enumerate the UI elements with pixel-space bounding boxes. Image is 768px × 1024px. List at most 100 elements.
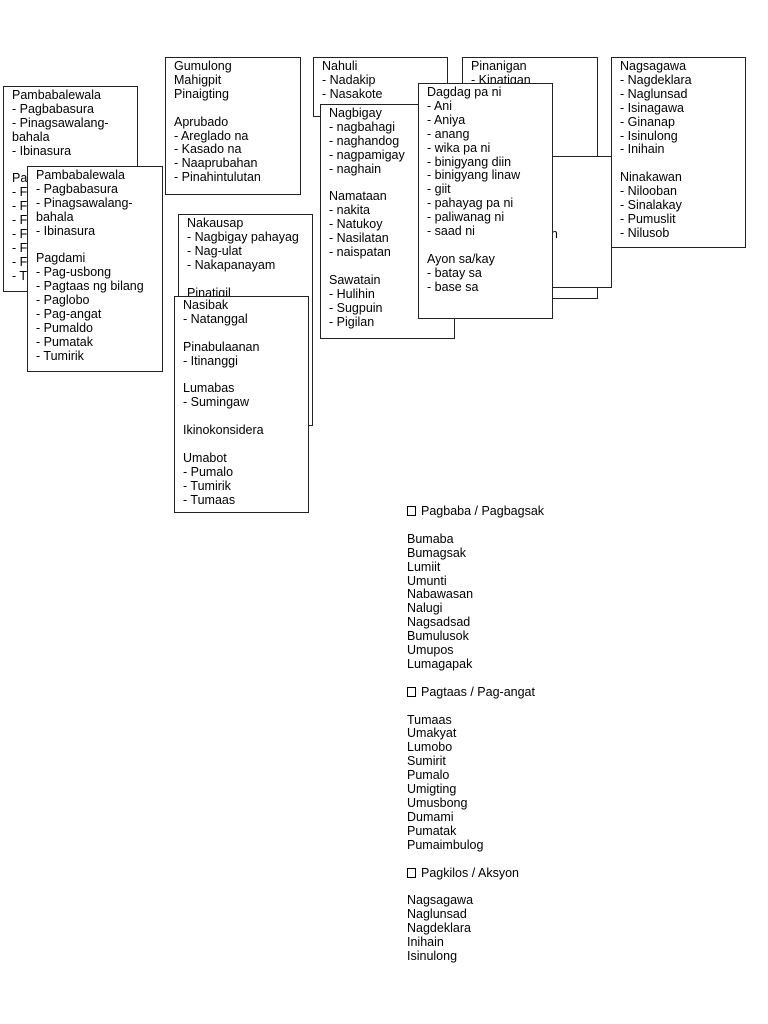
card-line: Pagdami (36, 251, 86, 266)
word-item: Isinulong (407, 948, 458, 963)
card-line: - Nasilatan (329, 231, 389, 246)
card-line: - Isinulong (620, 128, 678, 143)
word-item: Nabawasan (407, 587, 474, 602)
card-line (620, 157, 737, 171)
card-line: - Tumirik (36, 348, 84, 363)
card-line: - Nilusob (620, 225, 670, 240)
card-line: Nagbigay (329, 106, 382, 120)
word-item: Nagsadsad (407, 615, 471, 630)
card-line: - Inihain (620, 142, 665, 157)
card-line: - nagpamigay (329, 147, 405, 162)
card-line: Namataan (329, 189, 387, 204)
card-line: Ikinokonsidera (183, 423, 264, 438)
card-line: - Pumatak (36, 334, 93, 349)
card-line: Nakausap (187, 216, 244, 230)
word-item: Pumalo (407, 768, 450, 783)
card-line: Pinaigting (174, 86, 229, 101)
word-item: Bumulusok (407, 629, 469, 644)
card-line: Pambabalewala (36, 168, 125, 182)
card-line: bahala (12, 129, 50, 144)
word-item: Inihain (407, 935, 444, 950)
word-item: Lumobo (407, 740, 453, 755)
card-line: Nagsagawa (620, 59, 687, 73)
card-line: - Aniya (427, 112, 466, 127)
card-line: - Nadakip (322, 72, 376, 87)
card-line: - Nagdeklara (620, 72, 692, 87)
card-line: - Tumaas (183, 492, 236, 507)
word-item: Umupos (407, 643, 454, 658)
card-line: - Pag-usbong (36, 265, 112, 280)
card-pambabalewala-pagdami: Pambabalewala- Pagbabasura- Pinagsawalan… (27, 166, 163, 372)
card-line: - Naaprubahan (174, 156, 258, 171)
card-line: Dagdag pa ni (427, 85, 502, 99)
card-line: - saad ni (427, 224, 475, 239)
card-line: - Nagbigay pahayag (187, 229, 299, 244)
word-item: Umunti (407, 573, 447, 588)
card-line: - Pinagsawalang- (36, 195, 133, 210)
card-line: - naghandog (329, 133, 400, 148)
card-line: Sawatain (329, 272, 381, 287)
card-line: Pinabulaanan (183, 339, 260, 354)
card-line: - Nilooban (620, 184, 677, 199)
card-line: - Pinagsawalang- (12, 115, 109, 130)
card-line: - Pagtaas ng bilang (36, 279, 144, 294)
card-line: Ninakawan (620, 170, 682, 185)
word-item: Nalugi (407, 601, 443, 616)
section-heading-pagkilos: Pagkilos / Aksyon (407, 866, 747, 881)
card-line: - F (12, 254, 28, 269)
card-line: - Pumaldo (36, 320, 93, 335)
word-item: Sumirit (407, 754, 446, 769)
card-line: - binigyang linaw (427, 168, 521, 183)
card-line: bahala (36, 209, 74, 224)
card-line: Ayon sa/kay (427, 251, 495, 266)
card-line: - Naglunsad (620, 86, 688, 101)
word-item: Umigting (407, 782, 457, 797)
card-line: - Pagbabasura (36, 181, 119, 196)
card-line (187, 273, 304, 287)
section-heading-pagbaba: Pagbaba / Pagbagsak (407, 504, 747, 519)
card-line: Aprubado (174, 114, 229, 129)
card-line: - Sinalakay (620, 198, 682, 213)
card-line: Pinanigan (471, 59, 527, 73)
card-line: - Sumingaw (183, 395, 249, 410)
card-line: - Pumalo (183, 464, 234, 479)
card-line: - Pagbabasura (12, 101, 95, 116)
word-item: Dumami (407, 809, 454, 824)
checkbox-icon (407, 867, 416, 878)
card-line: - Paglobo (36, 293, 90, 308)
card-line: - anang (427, 126, 470, 141)
word-item: Nagsagawa (407, 893, 474, 908)
card-line: Pa (12, 171, 28, 186)
card-line: - Hulihin (329, 286, 375, 301)
section-heading-pagtaas: Pagtaas / Pag-angat (407, 685, 747, 700)
card-line (183, 410, 300, 424)
card-line: - batay sa (427, 265, 482, 280)
card-line: - Areglado na (174, 128, 249, 143)
card-line: - Natanggal (183, 311, 248, 326)
card-line: - Itinanggi (183, 353, 238, 368)
card-nagsagawa-ninakawan: Nagsagawa- Nagdeklara- Naglunsad- Isinag… (611, 57, 746, 248)
card-line: - F (12, 213, 28, 228)
card-line: Pambabalewala (12, 88, 101, 102)
word-item: Lumagapak (407, 656, 473, 671)
card-line: - Natukoy (329, 217, 383, 232)
card-line: - paliwanag ni (427, 210, 505, 225)
card-line: - F (12, 185, 28, 200)
card-dagdag-pa-ni: Dagdag pa ni- Ani- Aniya- anang- wika pa… (418, 83, 553, 319)
card-line: - T (12, 268, 28, 283)
checkbox-icon (407, 686, 416, 697)
card-line: - Ani (427, 98, 453, 113)
card-line: - Tumirik (183, 478, 231, 493)
card-line: Mahigpit (174, 72, 222, 87)
word-item: Umakyat (407, 726, 457, 741)
checkbox-icon (407, 506, 416, 516)
card-line (427, 239, 544, 253)
word-item: Pumatak (407, 823, 457, 838)
card-line: - wika pa ni (427, 140, 491, 155)
card-line: - Nakapanayam (187, 257, 276, 272)
word-item: Bumagsak (407, 545, 467, 560)
